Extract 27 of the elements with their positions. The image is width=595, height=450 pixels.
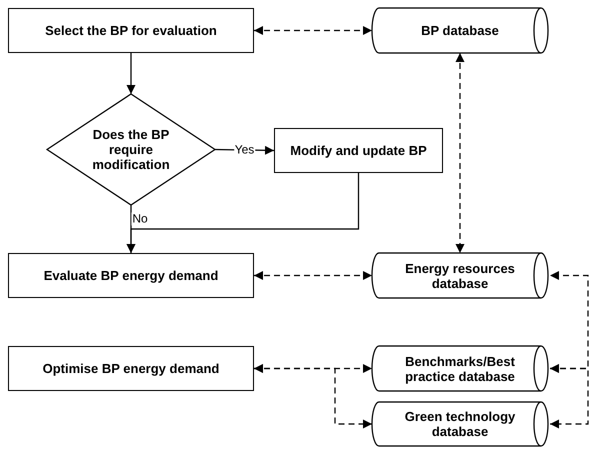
database-cylinder	[372, 8, 548, 53]
decision-question: Does the BP require modification	[91, 127, 171, 172]
database-label: Energy resources database	[404, 260, 516, 290]
dashed-arrow	[456, 53, 464, 253]
process-label: Evaluate BP energy demand	[44, 268, 218, 283]
edge-label: Yes	[234, 143, 256, 156]
database-cylinder	[372, 346, 548, 391]
arrow	[126, 173, 360, 253]
decision-diamond	[47, 94, 215, 205]
database-cylinder	[372, 253, 548, 298]
database-label: BP database	[421, 23, 499, 38]
dashed-arrow	[550, 364, 589, 428]
process-label: Optimise BP energy demand	[42, 361, 220, 376]
dashed-arrow	[254, 364, 372, 428]
dashed-arrow	[254, 271, 372, 280]
process-box	[8, 253, 254, 298]
edge-label: No	[131, 212, 149, 226]
process-label: Modify and update BP	[290, 143, 427, 158]
dashed-arrow	[254, 26, 372, 35]
database-cylinder	[372, 402, 548, 446]
arrow	[126, 53, 136, 94]
process-box	[8, 8, 254, 53]
process-box	[8, 346, 254, 391]
process-label: Select the BP for evaluation	[45, 23, 217, 38]
database-label: Benchmarks/Best practice database	[404, 354, 516, 384]
database-label: Green technology database	[404, 409, 516, 439]
process-box	[274, 128, 443, 173]
